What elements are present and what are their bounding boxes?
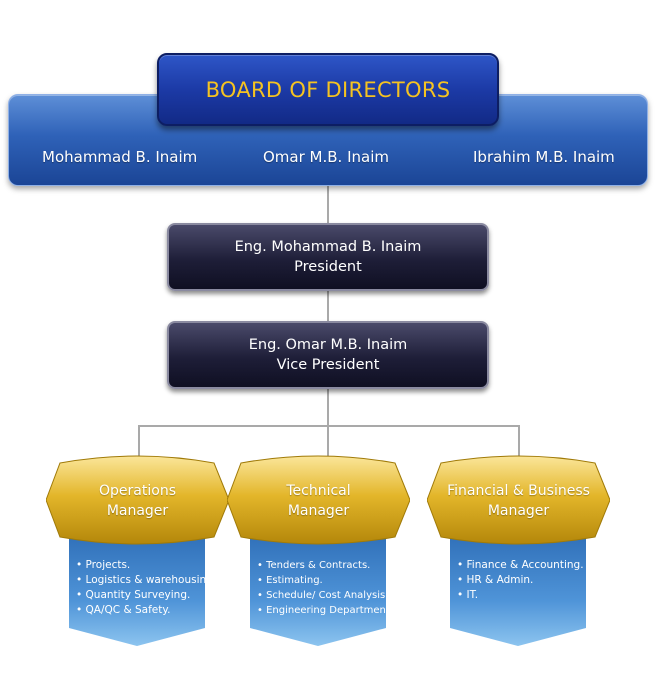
operations-manager-title: Operations Manager	[56, 481, 219, 521]
vice-president-box: Eng. Omar M.B. Inaim Vice President	[167, 321, 489, 389]
financial-duties-list: Finance & Accounting. HR & Admin. IT.	[457, 558, 584, 603]
president-box: Eng. Mohammad B. Inaim President	[167, 223, 489, 291]
board-title: BOARD OF DIRECTORS	[205, 77, 451, 102]
president-role: President	[294, 259, 362, 275]
list-item: Tenders & Contracts.	[257, 558, 398, 573]
connector-horizontal	[138, 425, 520, 427]
vice-president-name: Eng. Omar M.B. Inaim	[248, 337, 408, 353]
list-item: Engineering Departments.	[257, 603, 398, 618]
operations-title-line2: Manager	[106, 503, 169, 519]
list-item: Logistics & warehousing.	[76, 573, 217, 588]
connector-drop-financial	[518, 425, 520, 461]
operations-title-line1: Operations	[99, 483, 176, 499]
financial-manager-panel: Financial & Business Manager Finance & A…	[427, 455, 610, 650]
connector-drop-operations	[138, 425, 140, 461]
connector-board-president	[327, 186, 329, 224]
connector-president-vp	[327, 291, 329, 322]
connector-drop-technical	[327, 425, 329, 461]
list-item: Quantity Surveying.	[76, 588, 216, 603]
technical-duties-list: Tenders & Contracts. Estimating. Schedul…	[257, 558, 398, 618]
financial-title-line2: Manager	[487, 503, 550, 519]
list-item: HR & Admin.	[457, 573, 584, 588]
technical-manager-title: Technical Manager	[237, 481, 400, 521]
list-item: Finance & Accounting.	[457, 558, 584, 573]
board-title-box: BOARD OF DIRECTORS	[157, 53, 499, 126]
financial-manager-title: Financial & Business Manager	[437, 481, 600, 521]
connector-vp-down	[327, 389, 329, 426]
technical-title-line2: Manager	[287, 503, 350, 519]
operations-duties-list: Projects. Logistics & warehousing. Quant…	[76, 558, 217, 618]
board-member-2: Omar M.B. Inaim	[263, 148, 389, 166]
list-item: Estimating.	[257, 573, 398, 588]
board-member-1: Mohammad B. Inaim	[42, 148, 198, 166]
list-item: QA/QC & Safety.	[76, 603, 216, 618]
technical-title-line1: Technical	[286, 483, 351, 499]
list-item: Projects.	[76, 558, 216, 573]
president-name: Eng. Mohammad B. Inaim	[234, 239, 422, 255]
board-member-3: Ibrahim M.B. Inaim	[473, 148, 615, 166]
technical-manager-panel: Technical Manager Tenders & Contracts. E…	[227, 455, 410, 650]
list-item: IT.	[457, 588, 584, 603]
vice-president-role: Vice President	[276, 357, 380, 373]
financial-title-line1: Financial & Business	[447, 483, 590, 499]
list-item: Schedule/ Cost Analysis.	[257, 588, 398, 603]
operations-manager-panel: Operations Manager Projects. Logistics &…	[46, 455, 229, 650]
